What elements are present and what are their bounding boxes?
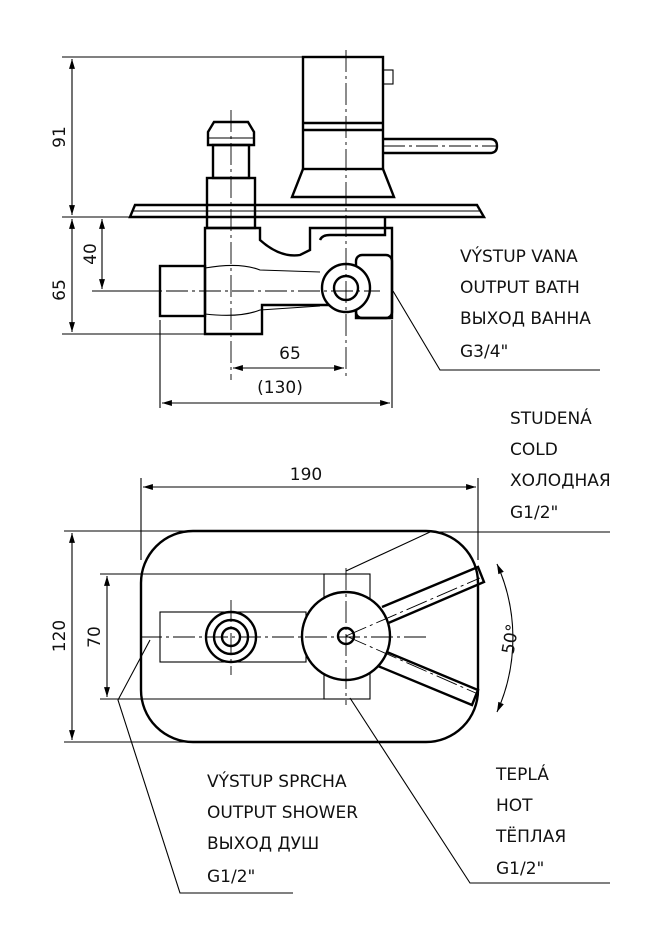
cover-plate-top [139, 529, 480, 744]
bath-leader [392, 290, 600, 371]
cartridge-base [290, 168, 396, 199]
dim-width: (130) [257, 378, 303, 398]
lever-cold-position [381, 565, 486, 626]
svg-text:G1/2": G1/2" [510, 503, 558, 523]
svg-text:TEPLÁ: TEPLÁ [495, 763, 549, 785]
shower-label: VÝSTUP SPRCHA OUTPUT SHOWER ВЫХОД ДУШ G1… [207, 770, 358, 887]
svg-text:STUDENÁ: STUDENÁ [510, 407, 592, 429]
svg-text:ТЁПЛАЯ: ТЁПЛАЯ [495, 826, 566, 847]
svg-text:G1/2": G1/2" [496, 859, 544, 879]
mixer-cartridge [301, 55, 385, 171]
dim-height-bottom: 65 [50, 279, 70, 301]
dim-angle: 50° [499, 623, 524, 656]
svg-text:ВЫХОД ВАННА: ВЫХОД ВАННА [460, 309, 591, 329]
svg-text:ХОЛОДНАЯ: ХОЛОДНАЯ [510, 471, 611, 491]
svg-text:HOT: HOT [496, 796, 533, 816]
shower-leader [117, 639, 293, 894]
svg-text:VÝSTUP SPRCHA: VÝSTUP SPRCHA [207, 770, 347, 792]
dim-offset: 65 [279, 344, 301, 364]
svg-text:ВЫХОД ДУШ: ВЫХОД ДУШ [207, 834, 319, 854]
bath-outlet-label: VÝSTUP VANA OUTPUT BATH ВЫХОД ВАННА G3/4… [460, 245, 591, 362]
dim-inlet: 40 [81, 243, 101, 265]
lever-hot-position [377, 648, 480, 707]
dim-inner-70: 70 [85, 626, 105, 648]
cold-leader [345, 531, 610, 572]
diverter-knob [206, 120, 256, 147]
cold-label: STUDENÁ COLD ХОЛОДНАЯ G1/2" [510, 407, 611, 523]
svg-text:OUTPUT BATH: OUTPUT BATH [460, 278, 580, 298]
svg-text:COLD: COLD [510, 440, 558, 460]
top-view: 190 120 70 50° [50, 407, 611, 894]
hot-leader [349, 697, 610, 884]
svg-text:OUTPUT SHOWER: OUTPUT SHOWER [207, 803, 358, 823]
angle-arc [496, 563, 514, 713]
hot-label: TEPLÁ HOT ТЁПЛАЯ G1/2" [495, 763, 566, 879]
side-view: 91 65 40 [50, 50, 600, 408]
dim-height-120: 120 [50, 620, 70, 652]
dim-width-190: 190 [290, 465, 322, 485]
valve-body [203, 226, 394, 336]
cover-plate [128, 203, 487, 219]
svg-text:VÝSTUP VANA: VÝSTUP VANA [460, 245, 578, 267]
dim-height-top: 91 [50, 126, 70, 148]
svg-text:G1/2": G1/2" [207, 867, 255, 887]
svg-text:G3/4": G3/4" [460, 342, 508, 362]
